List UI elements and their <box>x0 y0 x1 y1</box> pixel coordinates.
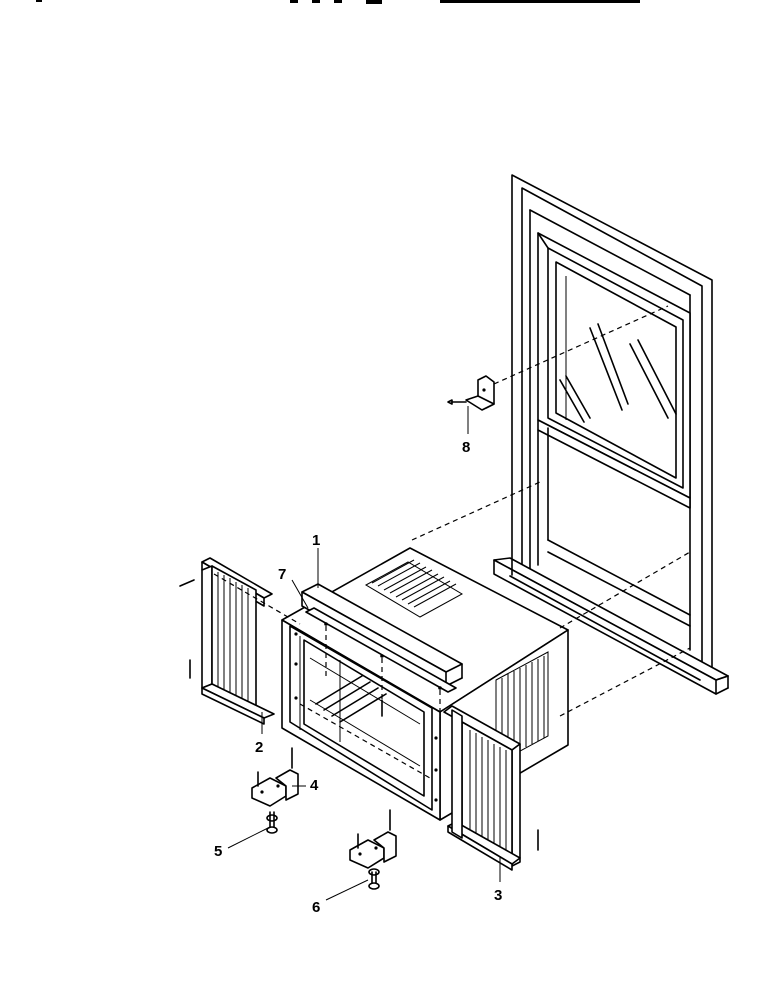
support-bracket-part-4 <box>251 747 299 807</box>
top-louvers <box>364 559 464 618</box>
callout-4: 4 <box>310 777 319 794</box>
angle-bracket-part-8 <box>447 375 495 411</box>
callout-1: 1 <box>312 532 320 549</box>
support-bracket-part-6 <box>349 809 397 890</box>
callout-3: 3 <box>494 887 502 904</box>
alignment-lines <box>213 305 691 779</box>
bolt-part-5 <box>266 811 278 834</box>
screws <box>179 579 539 851</box>
left-side-curtain-part-2 <box>201 557 275 725</box>
callout-6: 6 <box>312 899 320 916</box>
callout-5: 5 <box>214 843 222 860</box>
leader-lines <box>227 406 501 901</box>
callout-2: 2 <box>255 739 263 756</box>
callout-7: 7 <box>278 566 286 583</box>
gasket-strip-part-7 <box>305 607 457 693</box>
window-frame <box>493 174 729 695</box>
header-cutoff <box>36 0 640 4</box>
callout-8: 8 <box>462 439 470 456</box>
callout-labels: 1 2 3 4 5 6 7 8 <box>214 439 502 916</box>
right-side-curtain-part-3 <box>443 705 521 871</box>
